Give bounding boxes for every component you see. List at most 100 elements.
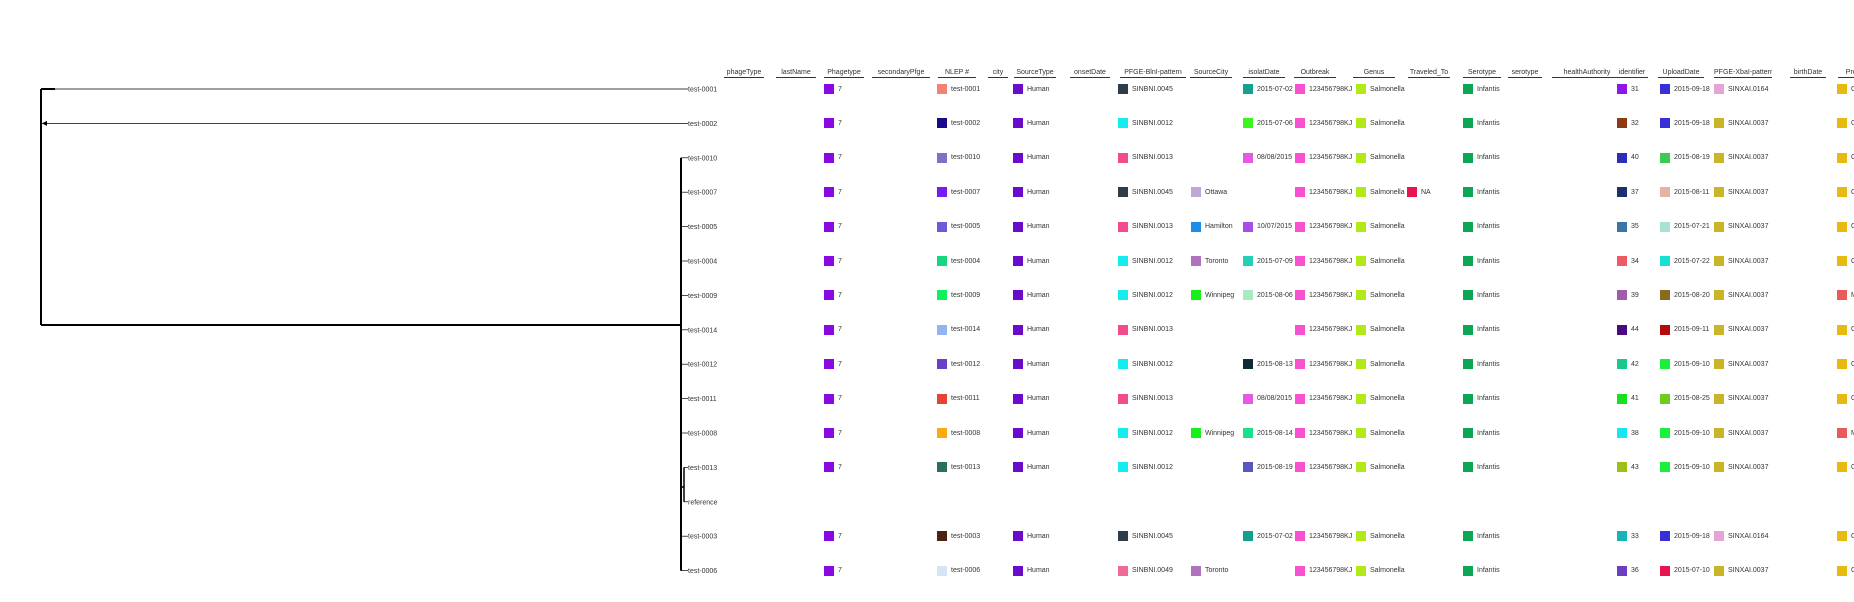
tip-label[interactable]: test-0012 <box>688 362 717 369</box>
table-cell: 123456798KJ <box>1295 152 1352 163</box>
color-swatch <box>1013 565 1023 576</box>
tip-label[interactable]: test-0004 <box>688 259 717 266</box>
column-header[interactable]: PFGE-XbaI-pattern <box>1714 69 1772 78</box>
table-cell: Human <box>1013 221 1050 232</box>
column-header[interactable]: Outbreak <box>1294 68 1336 78</box>
cell-value: Ottawa <box>1205 188 1228 196</box>
cell-value: Human <box>1027 326 1050 334</box>
cell-value: SINBNI.0012 <box>1132 429 1173 437</box>
cell-value: Hamilton <box>1205 223 1233 231</box>
tip-label[interactable]: test-0014 <box>688 327 717 334</box>
cell-value: 36 <box>1631 567 1639 575</box>
column-header[interactable]: city <box>988 68 1008 78</box>
color-swatch <box>1118 187 1128 198</box>
tip-label[interactable]: reference <box>688 499 718 506</box>
cell-value: 41 <box>1631 395 1639 403</box>
color-swatch <box>1356 256 1366 266</box>
table-cell: Human <box>1013 393 1050 404</box>
color-swatch <box>1837 531 1847 542</box>
color-swatch <box>1013 359 1023 370</box>
column-header[interactable]: UploadDate <box>1658 68 1704 78</box>
column-header[interactable]: Prov <box>1838 68 1854 78</box>
column-header[interactable]: birthDate <box>1790 68 1826 78</box>
color-swatch <box>1191 256 1201 266</box>
column-header[interactable]: secondaryPfge <box>872 68 930 78</box>
color-swatch <box>824 324 834 335</box>
table-cell: Infantis <box>1463 290 1500 301</box>
column-header[interactable]: isolatDate <box>1243 68 1285 78</box>
table-cell: 123456798KJ <box>1295 359 1352 370</box>
color-swatch <box>1243 290 1253 301</box>
cell-value: 39 <box>1631 291 1639 299</box>
table-cell: SINBNI.0045 <box>1118 187 1173 198</box>
table-cell: SINXAI.0037 <box>1714 187 1768 198</box>
column-header[interactable]: healthAuthority <box>1552 68 1622 78</box>
column-header[interactable]: serotype <box>1508 68 1542 78</box>
column-header[interactable]: NLEP # <box>938 68 976 78</box>
cell-value: Infantis <box>1477 326 1500 334</box>
tip-label[interactable]: test-0011 <box>688 396 717 403</box>
table-cell: 2015-08-19 <box>1243 462 1293 473</box>
column-header[interactable]: Phagetype <box>824 68 864 78</box>
cell-value: 38 <box>1631 429 1639 437</box>
tip-label[interactable]: test-0006 <box>688 568 717 575</box>
color-swatch <box>1660 428 1670 438</box>
cell-value: SINBNI.0045 <box>1132 85 1173 93</box>
column-header[interactable]: Genus <box>1353 68 1395 78</box>
table-cell: SINXAI.0037 <box>1714 324 1768 335</box>
table-cell: 08/08/2015 <box>1243 393 1292 404</box>
color-swatch <box>1356 531 1366 542</box>
tip-label[interactable]: test-0013 <box>688 465 717 472</box>
table-cell: 2015-08-06 <box>1243 290 1293 301</box>
column-header[interactable]: Serotype <box>1463 68 1501 78</box>
color-swatch <box>1837 187 1847 198</box>
cell-value: SINXAI.0164 <box>1728 532 1769 540</box>
tip-label[interactable]: test-0008 <box>688 431 717 438</box>
tip-label[interactable]: test-0010 <box>688 155 717 162</box>
table-cell: SINXAI.0037 <box>1714 256 1768 267</box>
column-header[interactable]: onsetDate <box>1070 68 1110 78</box>
table-cell: Hamilton <box>1191 221 1233 232</box>
tip-label[interactable]: test-0003 <box>688 534 717 541</box>
column-header[interactable]: phageType <box>724 68 764 78</box>
tip-label[interactable]: test-0005 <box>688 224 717 231</box>
table-cell: SINXAI.0037 <box>1714 462 1768 473</box>
table-cell: test-0001 <box>937 84 980 95</box>
color-swatch <box>1013 462 1023 473</box>
tip-label[interactable]: test-0009 <box>688 293 717 300</box>
column-header[interactable]: SourceType <box>1014 68 1056 78</box>
table-cell: 31 <box>1617 84 1639 95</box>
cell-value: test-0007 <box>951 188 981 196</box>
column-header[interactable]: SourceCity <box>1190 68 1232 78</box>
tip-label[interactable]: test-0007 <box>688 190 717 197</box>
cell-value: 2015-07-10 <box>1674 567 1710 575</box>
color-swatch <box>1660 84 1670 94</box>
color-swatch <box>1837 256 1847 266</box>
column-header[interactable]: Traveled_To <box>1408 69 1450 78</box>
color-swatch <box>1013 256 1023 266</box>
cell-value: O <box>1851 154 1854 162</box>
cell-value: SINXAI.0037 <box>1728 326 1769 334</box>
color-swatch <box>937 290 947 301</box>
color-swatch <box>824 359 834 370</box>
color-swatch <box>1714 118 1724 129</box>
cell-value: O <box>1851 395 1854 403</box>
column-header[interactable]: PFGE-BlnI-pattern <box>1120 68 1186 78</box>
color-swatch <box>1660 393 1670 404</box>
column-header[interactable]: identifier <box>1616 68 1648 78</box>
cell-value: 2015-07-22 <box>1674 257 1710 265</box>
table-cell: Infantis <box>1463 187 1500 198</box>
table-cell: O <box>1837 256 1854 267</box>
cell-value: 33 <box>1631 532 1639 540</box>
color-swatch <box>1243 256 1253 266</box>
cell-value: 123456798KJ <box>1309 463 1353 471</box>
cell-value: 7 <box>838 188 842 196</box>
color-swatch <box>1356 393 1366 404</box>
column-header[interactable]: lastName <box>776 68 816 78</box>
color-swatch <box>937 187 947 198</box>
table-cell: O <box>1837 462 1854 473</box>
table-cell: test-0009 <box>937 290 980 301</box>
tip-label[interactable]: test-0001 <box>688 87 717 94</box>
color-swatch <box>937 393 947 404</box>
tip-label[interactable]: test-0002 <box>688 121 717 128</box>
